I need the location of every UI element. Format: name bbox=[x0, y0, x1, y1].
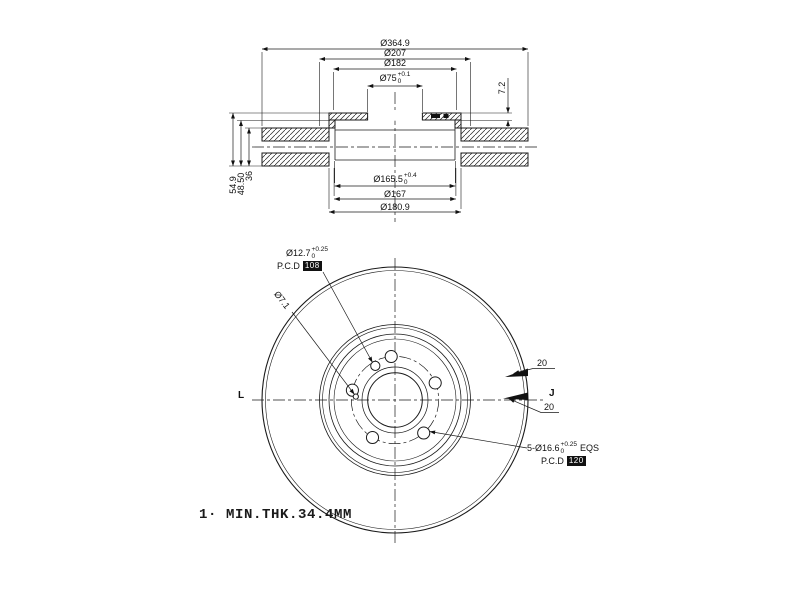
pcd-value-box: 108 bbox=[302, 261, 322, 271]
front-leader-lines bbox=[291, 271, 559, 449]
dim-182: Ø182 bbox=[383, 58, 407, 68]
min-thickness-note: 1· MIN.THK.34.4MM bbox=[199, 507, 353, 523]
section-letter-left: L bbox=[238, 390, 245, 401]
dim-slot-top: 20 bbox=[537, 358, 548, 368]
bolt-holes bbox=[345, 349, 442, 445]
friction-plates bbox=[261, 127, 529, 167]
small-vent-hole bbox=[352, 393, 359, 400]
dim-180-9: Ø180.9 bbox=[380, 202, 410, 212]
dim-167: Ø167 bbox=[383, 189, 407, 199]
front-view-geometry bbox=[252, 258, 559, 545]
dim-slot-bottom: 20 bbox=[544, 402, 555, 412]
callout-bolt-pcd: P.C.D 120 bbox=[541, 456, 586, 466]
section-view-geometry bbox=[229, 46, 538, 222]
dim-outer-diameter: Ø364.9 bbox=[380, 38, 410, 48]
front-centerlines bbox=[252, 258, 546, 545]
locating-pin-hole bbox=[370, 360, 381, 371]
pcd-value-box: 120 bbox=[566, 456, 586, 466]
section-letter-right: J bbox=[549, 388, 555, 399]
dim-flange-thickness: 7.2 bbox=[497, 81, 507, 95]
dim-disc-thickness: 36 bbox=[244, 170, 254, 182]
callout-pin-pcd: P.C.D 108 bbox=[277, 261, 322, 271]
section-dimension-lines bbox=[230, 46, 528, 215]
dim-207: Ø207 bbox=[383, 48, 407, 58]
section-extension-lines bbox=[229, 52, 529, 209]
hub-hat bbox=[328, 112, 462, 161]
